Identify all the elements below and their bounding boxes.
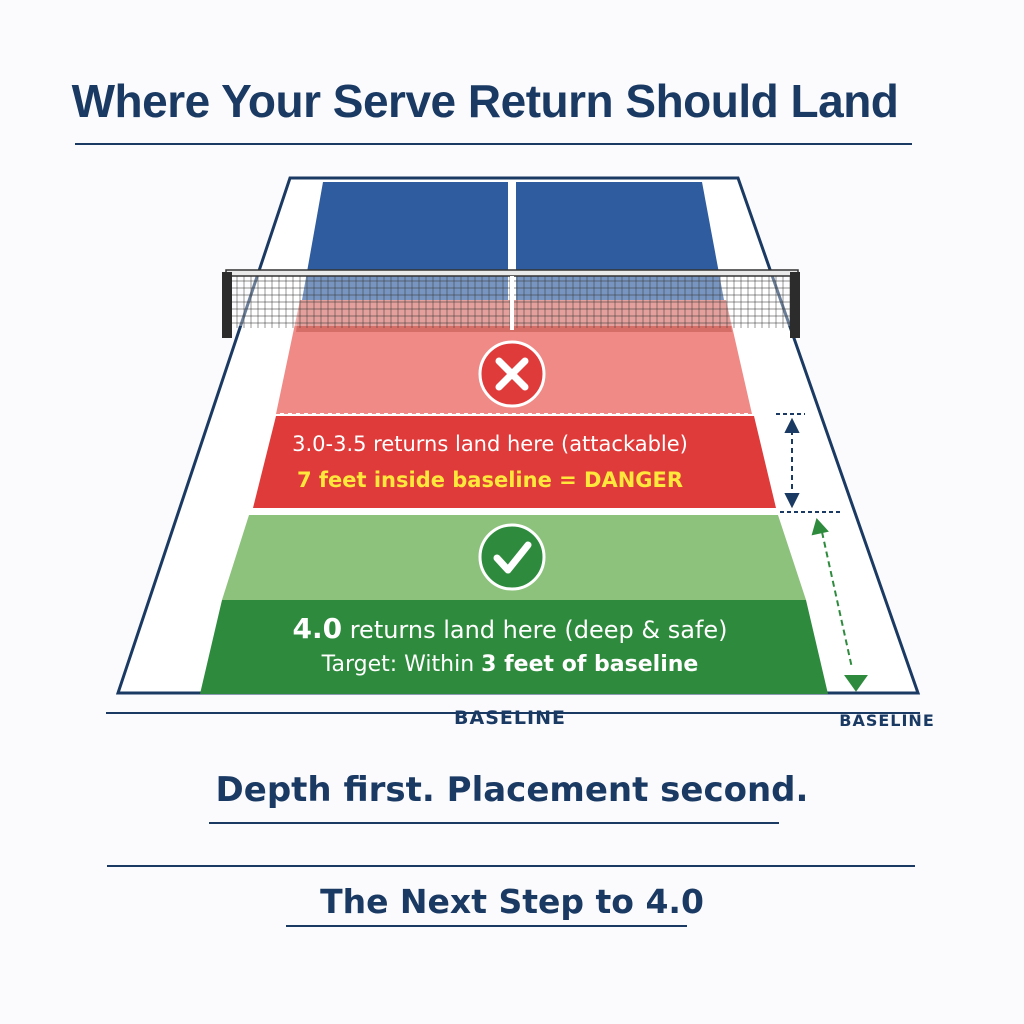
danger-zone bbox=[253, 416, 776, 508]
x-icon bbox=[480, 342, 544, 406]
baseline-label: BASELINE bbox=[380, 707, 640, 729]
danger-zone-label: 3.0-3.5 returns land here (attackable) bbox=[240, 432, 740, 456]
title-underline bbox=[75, 143, 912, 145]
check-icon bbox=[480, 525, 544, 589]
tagline-underline bbox=[209, 822, 779, 824]
safe-zone-label-rest: returns land here (deep & safe) bbox=[342, 616, 727, 644]
danger-zone-warning: 7 feet inside baseline = DANGER bbox=[240, 468, 740, 492]
footer-underline bbox=[286, 925, 687, 927]
footer-title: The Next Step to 4.0 bbox=[0, 882, 1024, 921]
safe-zone-target-prefix: Target: Within bbox=[322, 652, 481, 677]
safe-zone-target: Target: Within 3 feet of baseline bbox=[220, 652, 800, 677]
safe-zone-target-suffix: feet of baseline bbox=[496, 652, 698, 677]
safe-zone-rating: 4.0 bbox=[292, 612, 342, 645]
safe-zone-label: 4.0 returns land here (deep & safe) bbox=[220, 612, 800, 645]
section-divider bbox=[107, 865, 915, 867]
page-title: Where Your Serve Return Should Land bbox=[0, 74, 970, 128]
tagline: Depth first. Placement second. bbox=[0, 770, 1024, 810]
baseline-side-label: BASELINE bbox=[812, 711, 962, 730]
safe-zone-target-number: 3 bbox=[481, 652, 496, 677]
